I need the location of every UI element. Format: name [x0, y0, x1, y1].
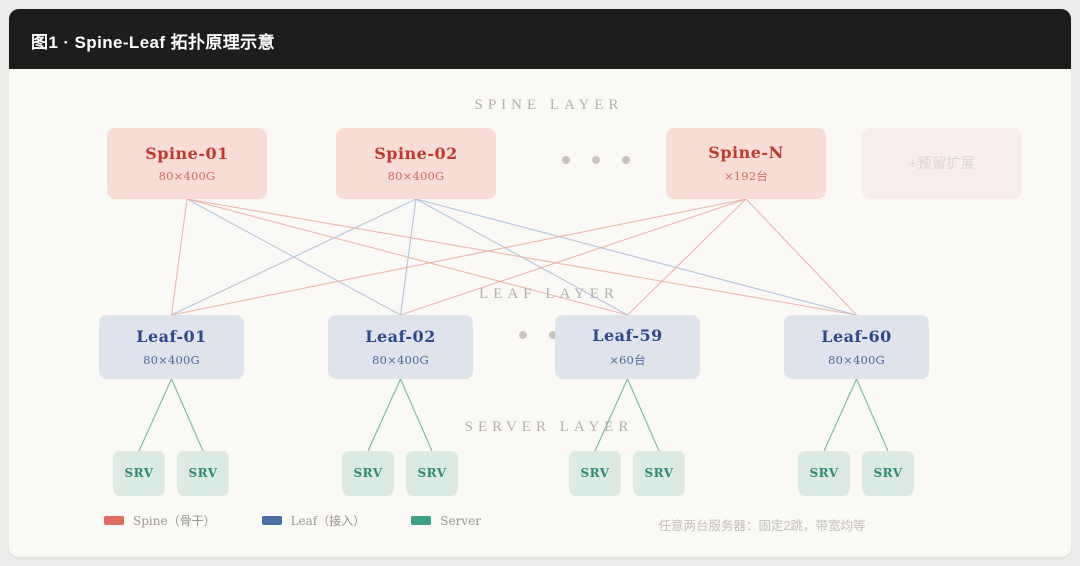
spine-node-name: Spine-N: [708, 142, 784, 162]
legend: Spine（骨干） Leaf（接入） Server: [104, 512, 481, 529]
spine-ellipsis: [562, 156, 630, 164]
server-node-label: SRV: [873, 466, 903, 481]
ellipsis-dot: [622, 156, 630, 164]
ellipsis-dot: [519, 331, 527, 339]
leaf-node-spec: 80×400G: [143, 352, 200, 367]
server-node[interactable]: SRV: [569, 451, 621, 496]
server-node-label: SRV: [644, 466, 674, 481]
legend-item: Leaf（接入）: [261, 512, 366, 529]
spine-reserved-slot[interactable]: +预留扩展: [862, 128, 1022, 199]
legend-swatch-icon: [104, 516, 124, 525]
leaf-node-01[interactable]: Leaf-01 80×400G: [99, 315, 244, 379]
server-node-label: SRV: [124, 466, 154, 481]
leaf-node-spec: ×60台: [609, 352, 646, 367]
spine-node-name: Spine-01: [145, 143, 229, 163]
spine-node-02[interactable]: Spine-02 80×400G: [336, 128, 496, 199]
leaf-to-server-links: [138, 378, 889, 452]
legend-item: Server: [411, 514, 481, 528]
legend-label: Leaf（接入）: [290, 514, 366, 528]
legend-label: Server: [440, 513, 481, 528]
legend-swatch-icon: [261, 516, 282, 525]
spine-node-name: Spine-02: [374, 143, 458, 163]
ellipsis-dot: [549, 331, 557, 339]
server-node[interactable]: SRV: [406, 451, 458, 496]
server-node[interactable]: SRV: [177, 451, 229, 496]
server-node-label: SRV: [580, 466, 610, 481]
leaf-node-name: Leaf-60: [821, 327, 892, 347]
spine-node-spec: ×192台: [723, 169, 769, 184]
spine-node-01[interactable]: Spine-01 80×400G: [107, 128, 267, 199]
server-node[interactable]: SRV: [862, 451, 914, 496]
ellipsis-dot: [592, 156, 600, 164]
leaf-node-spec: 80×400G: [372, 352, 429, 367]
page-title: 图1 · Spine-Leaf 拓扑原理示意: [31, 33, 275, 52]
server-node-label: SRV: [188, 466, 218, 481]
ellipsis-dot: [562, 156, 570, 164]
server-node[interactable]: SRV: [633, 451, 685, 496]
legend-label: Spine（骨干）: [133, 514, 216, 528]
layer-label-server: SERVER LAYER: [464, 419, 634, 435]
layer-label-leaf: LEAF LAYER: [479, 286, 619, 302]
spine-node-spec: 80×400G: [158, 169, 216, 184]
legend-item: Spine（骨干）: [104, 512, 216, 529]
leaf-node-59[interactable]: Leaf-59 ×60台: [555, 315, 700, 379]
topology-canvas: SPINE LAYER LEAF LAYER SERVER LAYER Spin…: [9, 69, 1071, 557]
leaf-node-name: Leaf-02: [365, 327, 436, 347]
server-node-label: SRV: [809, 466, 839, 481]
figure-card: 图1 · Spine-Leaf 拓扑原理示意 SPINE LAYER LEAF …: [9, 9, 1071, 557]
leaf-node-60[interactable]: Leaf-60 80×400G: [784, 315, 929, 379]
server-node[interactable]: SRV: [798, 451, 850, 496]
server-node[interactable]: SRV: [113, 451, 165, 496]
leaf-node-name: Leaf-59: [592, 326, 663, 346]
leaf-node-name: Leaf-01: [136, 327, 207, 347]
server-node-label: SRV: [417, 466, 447, 481]
leaf-node-spec: 80×400G: [828, 352, 885, 367]
legend-swatch-icon: [411, 516, 432, 525]
spine-node-spec: 80×400G: [387, 169, 445, 184]
spine-reserved-label: +预留扩展: [908, 155, 976, 172]
legend-note: 任意两台服务器：固定2跳，带宽均等: [658, 519, 866, 533]
server-node[interactable]: SRV: [342, 451, 394, 496]
card-header: 图1 · Spine-Leaf 拓扑原理示意: [9, 9, 1071, 69]
leaf-node-02[interactable]: Leaf-02 80×400G: [328, 315, 473, 379]
server-node-label: SRV: [353, 466, 383, 481]
layer-label-spine: SPINE LAYER: [474, 97, 624, 113]
spine-node-n[interactable]: Spine-N ×192台: [666, 128, 826, 199]
